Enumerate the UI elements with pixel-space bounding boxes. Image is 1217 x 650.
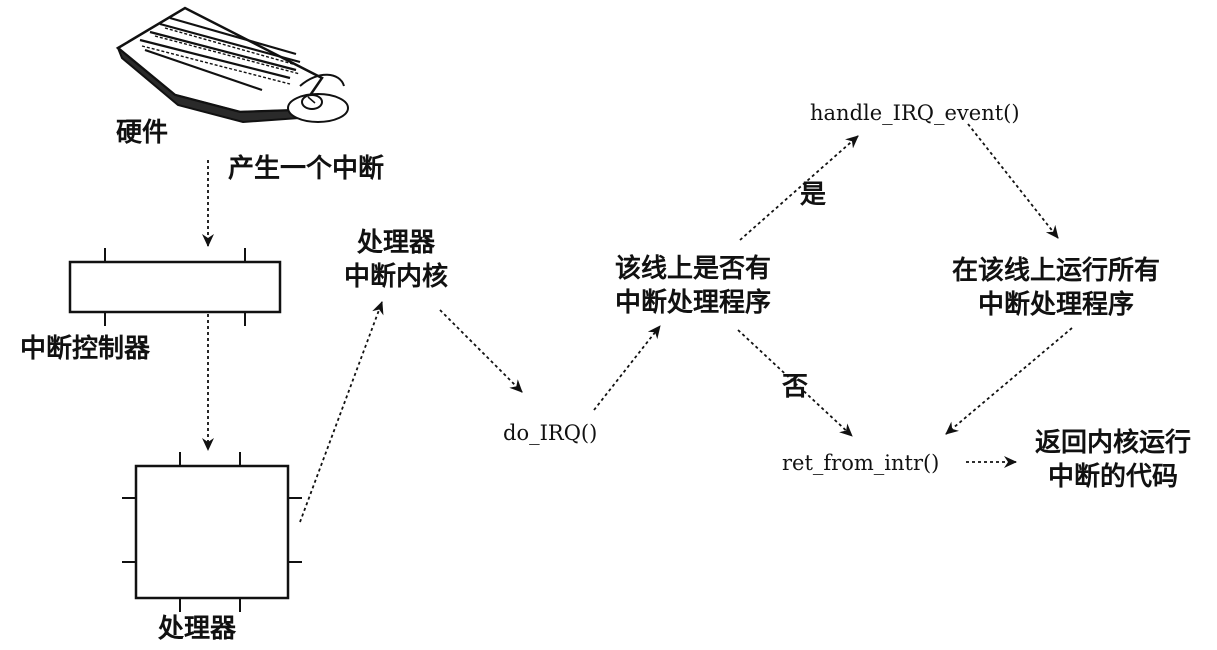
interrupt-controller-label: 中断控制器 [20,334,151,364]
arrow-processor-to-kernel [299,301,384,523]
processor-interrupt-kernel-line-2: 中断内核 [343,262,448,292]
arrow-kernel-to-do-irq [439,309,523,393]
arrow-run-handlers-to-ret-from-intr [945,327,1073,435]
has-handler-question-line-2: 中断处理程序 [614,288,771,318]
has-handler-question-line-1: 该线上是否有 [614,254,771,284]
run-all-handlers-line-1: 在该线上运行所有 [951,256,1160,286]
has-handler-question-label: 该线上是否有 中断处理程序 [598,252,788,320]
processor-interrupt-kernel-label: 处理器 中断内核 [332,226,460,294]
run-all-handlers-label: 在该线上运行所有 中断处理程序 [936,254,1176,322]
processor-interrupt-kernel-line-1: 处理器 [356,228,435,258]
keyboard-and-mouse-icon [115,6,349,124]
yes-label: 是 [800,180,827,210]
return-to-kernel-label: 返回内核运行 中断的代码 [1020,426,1206,494]
do-irq-label: do_IRQ() [503,421,598,445]
arrow-question-to-handle-irq-event [739,135,859,241]
return-to-kernel-line-2: 中断的代码 [1047,462,1178,492]
arrow-question-to-ret-from-intr [737,329,853,437]
hardware-label: 硬件 [116,118,169,148]
interrupt-controller-chip [68,248,282,326]
arrow-handle-irq-event-to-run-handlers [967,123,1059,239]
processor-label: 处理器 [158,614,237,644]
processor-chip [122,452,302,612]
generate-interrupt-label: 产生一个中断 [228,154,385,184]
no-label: 否 [782,372,809,402]
ret-from-intr-label: ret_from_intr() [782,451,940,475]
handle-irq-event-label: handle_IRQ_event() [810,101,1020,125]
run-all-handlers-line-2: 中断处理程序 [977,290,1134,320]
arrow-do-irq-to-question [593,325,661,411]
return-to-kernel-line-1: 返回内核运行 [1034,428,1191,458]
